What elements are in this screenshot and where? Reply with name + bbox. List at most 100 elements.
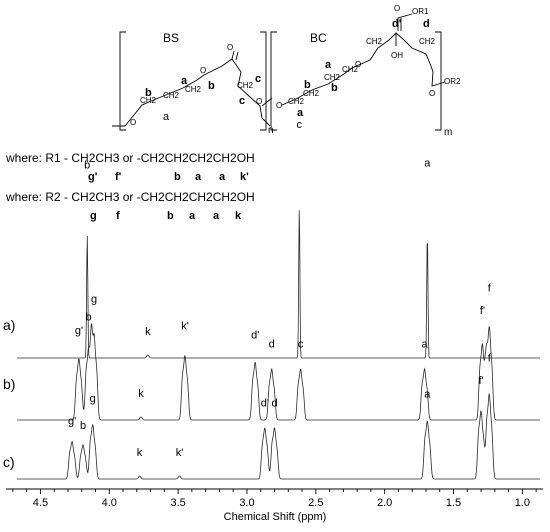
peak-label: a [424,157,431,169]
bc-open-bracket [270,31,277,131]
ch2-10: CH2 [419,37,436,46]
marker-b-r2: b [167,210,174,222]
ch2-9: CH2 [366,37,383,46]
peak-label: a [424,389,431,401]
bs-close-bracket [260,31,267,131]
where-r1-text: where: R1 - CH2CH3 or -CH2CH2CH2CH2OH [5,151,255,165]
hydroxyl-group: OH [391,51,403,60]
where-r2-markers: g f b a a k [90,210,242,222]
spectrum-trace-1 [17,210,540,359]
marker-k-prime: k' [240,171,249,183]
marker-a-r1-2: a [219,171,226,183]
proton-label-d: d [423,18,430,30]
peak-label: g [90,393,96,405]
peak-label: b [80,420,86,432]
peak-label: d' [251,330,259,342]
peak-label: b [86,312,92,324]
peak-label: f [488,282,492,294]
x-axis-ticks: 4.5 4.0 3.5 3.0 2.5 2.0 1.5 1.0 [12,489,537,509]
ch2-7: CH2 [324,73,341,82]
proton-label-b-4: b [304,79,311,91]
peak-label: f' [478,375,483,387]
oxygen-3: O [227,43,233,52]
peak-label: k [138,388,144,400]
ch2-3: CH2 [185,85,202,94]
proton-label-a-4: a [297,107,304,119]
ch2-1: CH2 [140,96,157,105]
peak-label: k [145,326,151,338]
marker-f: f [116,210,120,222]
ch2-6: CH2 [303,89,320,98]
where-r1-markers: g' f' b a a k' [88,171,249,183]
oxygen-1: O [130,118,136,127]
polymer-structure: BS BC n m O CH2 CH2 CH2 O O CH2 O b a a … [5,4,461,222]
right-bracket [435,31,442,131]
oxygen-5: O [276,101,282,110]
bc-backbone [281,32,434,106]
proton-label-c-2: c [255,73,261,85]
x-tick-label: 1.0 [515,497,530,509]
spectrum-label-3: c) [3,454,15,470]
peak-label: b [84,160,90,172]
block-label-bc: BC [310,31,327,45]
proton-label-b-1: b [145,87,152,99]
oxygen-8: O [429,89,435,98]
marker-a-r2-1: a [189,210,196,222]
x-tick-label: 2.0 [377,497,392,509]
proton-label-c-1: c [239,95,245,107]
peak-label: d' [261,398,269,410]
proton-label-a-2: a [163,111,170,123]
peak-label: d [269,339,275,351]
peak-label: d [271,398,277,410]
x-tick-label: 1.5 [446,497,461,509]
ch2-4: CH2 [237,81,254,90]
peak-label: a [422,339,429,351]
x-tick-label: 4.0 [102,497,117,509]
x-tick-label: 3.0 [239,497,254,509]
bs-backbone [112,58,271,127]
x-tick-label: 3.5 [170,497,185,509]
ester-or2-bond [431,71,446,87]
proton-label-b-3: b [331,82,338,94]
carbonyl-bond [231,50,239,61]
peak-label: f' [480,305,485,317]
peak-label: c [298,339,304,351]
oxygen-2: O [200,66,206,75]
ester-bond [261,97,273,107]
peak-label: g' [68,416,76,428]
subscript-m: m [444,127,452,138]
ch2-8: CH2 [342,65,359,74]
oxygen-4: O [256,97,262,106]
peak-label: f [488,353,492,365]
oxygen-6: O [355,60,361,69]
x-axis-label: Chemical Shift (ppm) [224,511,327,523]
x-axis: 4.5 4.0 3.5 3.0 2.5 2.0 1.5 1.0 Chemical Shift … [6,488,543,523]
spectrum-label-1: a) [3,317,15,333]
proton-label-d-prime: d' [392,18,402,30]
marker-b-r1: b [174,171,181,183]
proton-label-a-1: a [181,75,188,87]
marker-g: g [90,210,97,222]
ch2-2: CH2 [163,91,180,100]
ch2-5: CH2 [288,97,305,106]
proton-label-a-3: a [325,59,332,71]
peak-label: k' [181,321,189,333]
spectrum-trace-2 [17,322,540,421]
peak-label: c [297,119,303,131]
or1-group: OR1 [412,7,429,16]
where-r2-text: where: R2 - CH2CH3 or -CH2CH2CH2CH2OH [5,190,255,204]
x-tick-label: 2.5 [308,497,323,509]
x-tick-label: 4.5 [33,497,48,509]
proton-label-b-2: b [208,80,215,92]
peak-label: k [137,447,143,459]
marker-g-prime: g' [88,171,98,183]
block-label-bs: BS [163,31,179,45]
oxygen-7: O [394,4,400,13]
spectrum-label-2: b) [3,376,15,392]
marker-f-prime: f' [115,171,122,183]
marker-a-r2-2: a [213,210,220,222]
left-bracket [119,31,126,131]
